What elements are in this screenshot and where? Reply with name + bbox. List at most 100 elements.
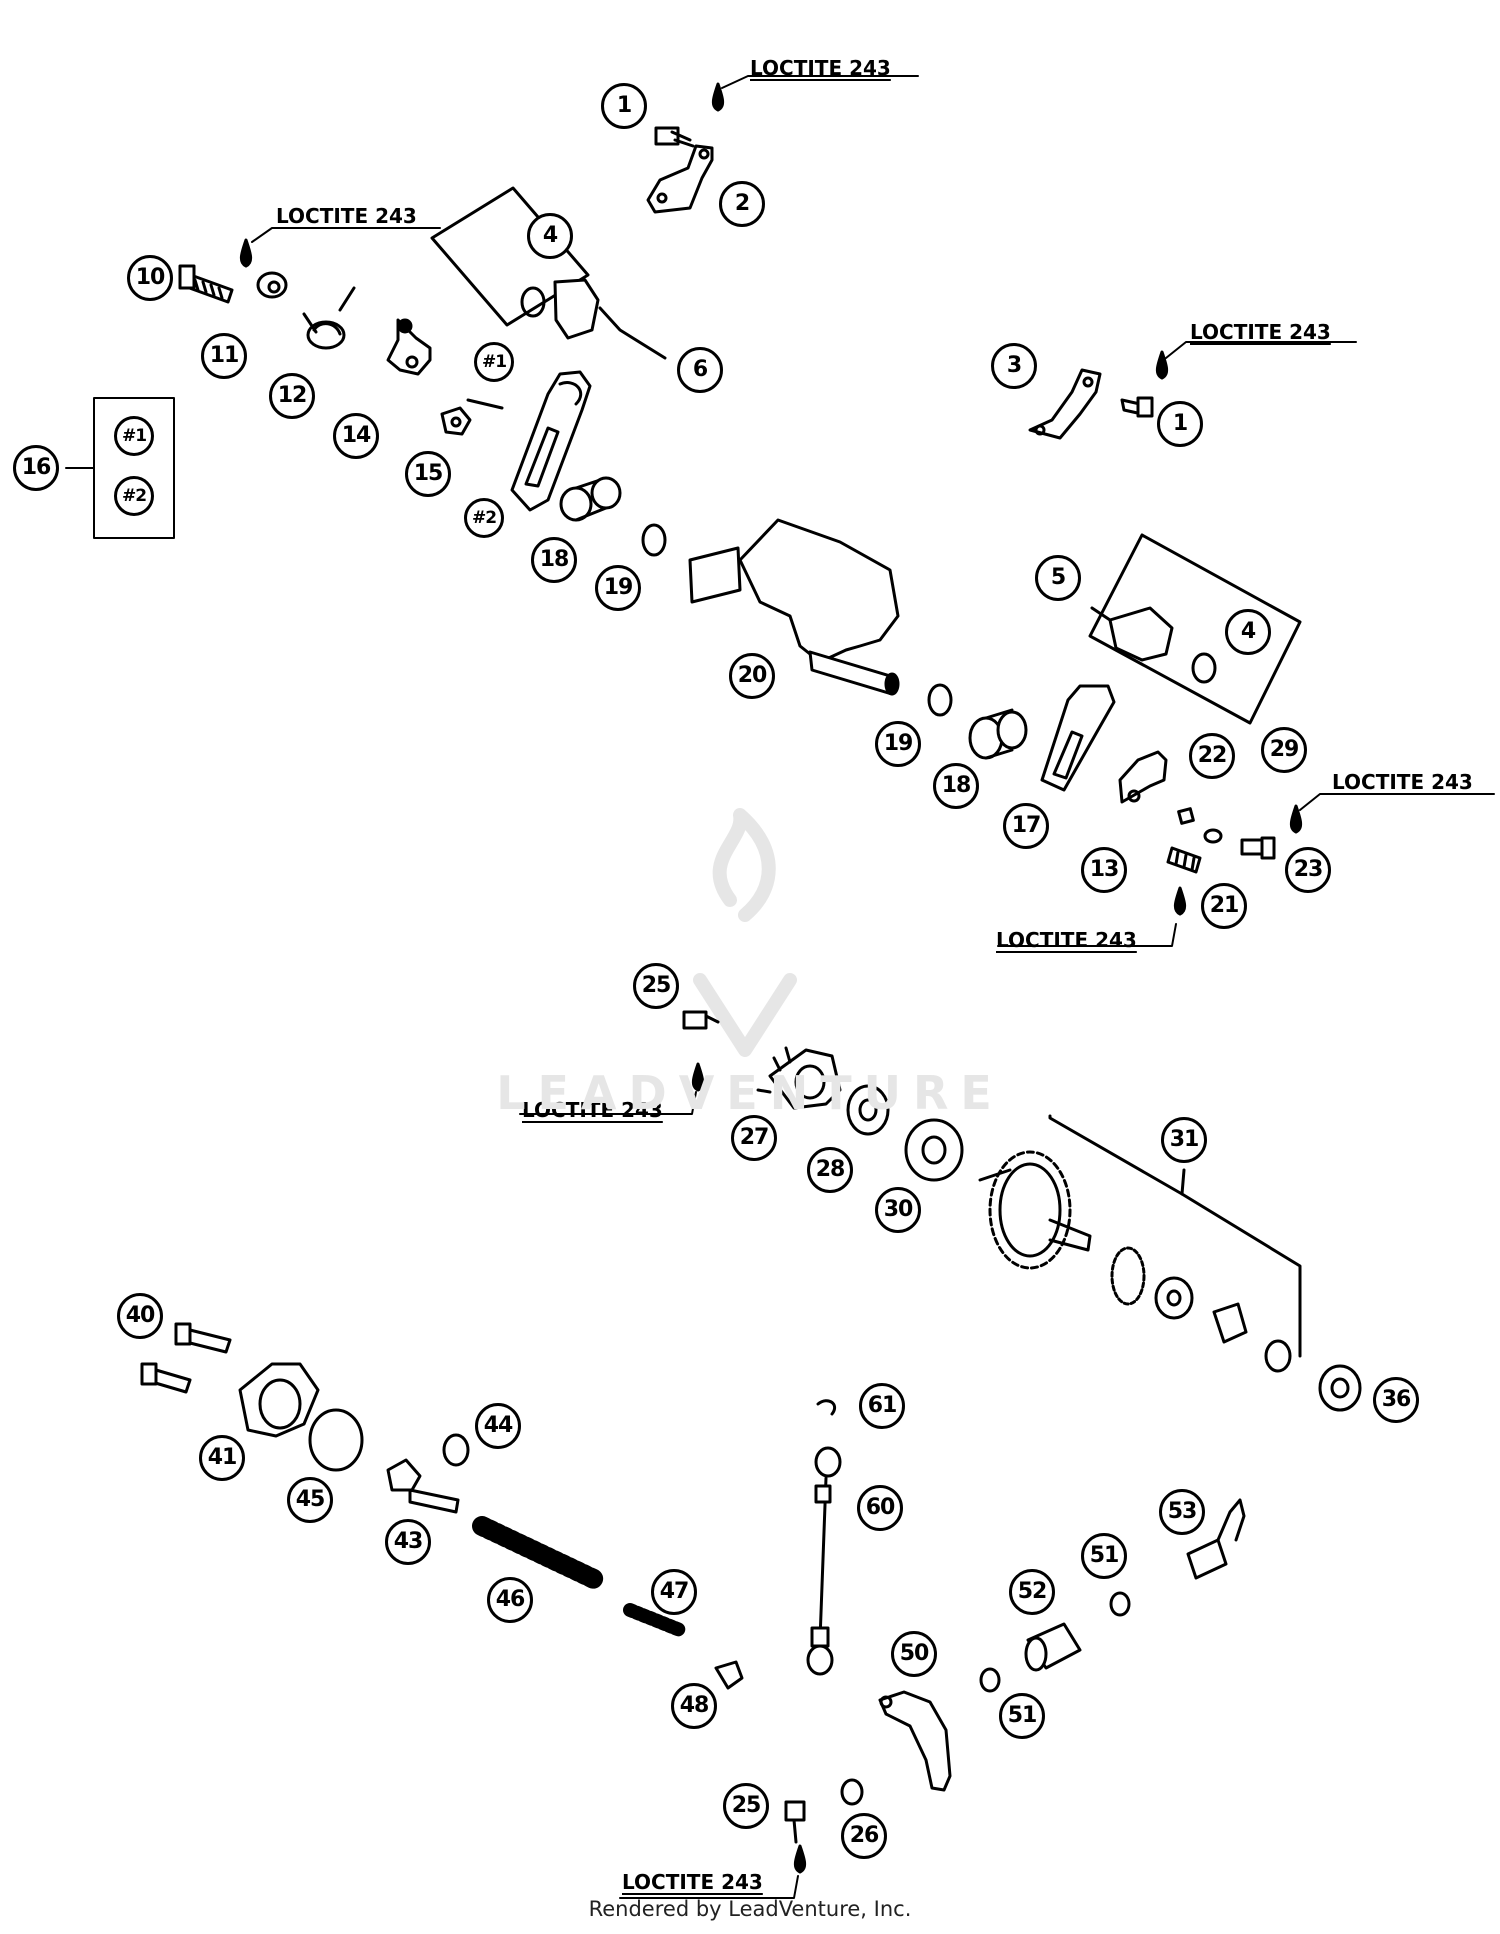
loctite-label-4: LOCTITE 243 <box>1332 770 1473 794</box>
callout-47: 47 <box>651 1569 697 1615</box>
part-nut-22 <box>1177 807 1195 825</box>
callout-20: 20 <box>729 653 775 699</box>
part-screw-25-mid <box>682 1010 720 1030</box>
part-screw-1-right <box>1120 396 1154 418</box>
loctite-drop-6 <box>691 1062 705 1092</box>
loctite-drop-5 <box>1173 886 1187 916</box>
part-ratchet-27 <box>756 1046 842 1110</box>
part-washer-26 <box>840 1778 864 1806</box>
watermark-logo <box>693 808 797 1057</box>
callout-27: 27 <box>731 1115 777 1161</box>
part-screws-40 <box>140 1322 232 1394</box>
loctite-drop-3 <box>1155 350 1169 380</box>
part-housing-41 <box>238 1362 320 1438</box>
callout-16: 16 <box>13 445 59 491</box>
footer-credit: Rendered by LeadVenture, Inc. <box>588 1897 912 1921</box>
part-shaft-20 <box>688 518 900 696</box>
callout-53: 53 <box>1159 1489 1205 1535</box>
callout-60: 60 <box>857 1485 903 1531</box>
callout-46: 46 <box>487 1577 533 1623</box>
callout-16-kit-2: #2 <box>114 476 154 516</box>
callout-31: 31 <box>1161 1117 1207 1163</box>
loctite-drop-7 <box>793 1844 807 1874</box>
part-lever-13 <box>1118 750 1168 804</box>
part-gear-31 <box>978 1150 1292 1373</box>
part-spring-46 <box>472 1516 606 1590</box>
part-stud-21 <box>1166 846 1202 874</box>
part-screw-10 <box>178 264 234 304</box>
callout-51-lower: 51 <box>999 1693 1045 1739</box>
bracket-31-stem <box>1180 1168 1186 1196</box>
callout-5: 5 <box>1035 555 1081 601</box>
callout-3: 3 <box>991 343 1037 389</box>
callout-12: 12 <box>269 373 315 419</box>
part-shaft-43 <box>386 1458 460 1514</box>
callout-1-top: 1 <box>601 83 647 129</box>
callout-16-kit-1: #1 <box>114 416 154 456</box>
callout-45: 45 <box>287 1477 333 1523</box>
callout-25-mid: 25 <box>633 963 679 1009</box>
callout-17: 17 <box>1003 803 1049 849</box>
part-bearing-28 <box>846 1084 890 1136</box>
callout-22: 22 <box>1189 733 1235 779</box>
part-lever-14 <box>386 318 432 376</box>
part-bracket-2 <box>646 144 714 214</box>
watermark-text: LEADVENTURE <box>496 1066 1004 1120</box>
callout-21: 21 <box>1201 883 1247 929</box>
part-cylinder-52 <box>1024 1622 1082 1672</box>
callout-arm-2: #2 <box>464 498 504 538</box>
callout-23: 23 <box>1285 847 1331 893</box>
part-lever-53 <box>1186 1498 1246 1580</box>
callout-36: 36 <box>1373 1377 1419 1423</box>
callout-25-lower: 25 <box>723 1783 769 1829</box>
callout-26: 26 <box>841 1813 887 1859</box>
loctite-label-3: LOCTITE 243 <box>1190 320 1331 344</box>
part-oring-19-right <box>927 683 953 717</box>
callout-18-right: 18 <box>933 763 979 809</box>
part-arm-17 <box>1040 684 1116 792</box>
part-clip-61 <box>816 1399 837 1416</box>
callout-15: 15 <box>405 451 451 497</box>
callout-10: 10 <box>127 255 173 301</box>
callout-30: 30 <box>875 1187 921 1233</box>
part-rod-60 <box>806 1446 842 1676</box>
callout-2: 2 <box>719 181 765 227</box>
part-oring-44 <box>442 1433 470 1467</box>
loctite-label-1: LOCTITE 243 <box>750 56 891 80</box>
part-bracket-3 <box>1028 368 1102 440</box>
callout-19-left: 19 <box>595 565 641 611</box>
part-screw-23 <box>1240 836 1276 860</box>
part-washer-51-upper <box>1109 1591 1131 1617</box>
callout-48: 48 <box>671 1683 717 1729</box>
loctite-drop-2 <box>239 238 253 268</box>
callout-1-right: 1 <box>1157 401 1203 447</box>
part-nut-11 <box>256 271 288 299</box>
callout-29: 29 <box>1261 727 1307 773</box>
part-clip-48 <box>714 1660 744 1690</box>
callout-18-left: 18 <box>531 537 577 583</box>
part-washer-51-lower <box>979 1667 1001 1693</box>
part-pin-1 <box>466 398 504 410</box>
loctite-label-2: LOCTITE 243 <box>276 204 417 228</box>
callout-13: 13 <box>1081 847 1127 893</box>
part-washer-15 <box>440 406 472 436</box>
loctite-label-7: LOCTITE 243 <box>622 1870 763 1894</box>
callout-43: 43 <box>385 1519 431 1565</box>
part-oring-19-left <box>641 523 667 557</box>
part-bushing-18-left <box>559 476 622 522</box>
part-spring-47 <box>623 1603 687 1637</box>
callout-61: 61 <box>859 1383 905 1429</box>
part-arm-2 <box>510 370 592 512</box>
part-washer-29 <box>1203 828 1223 844</box>
callout-11: 11 <box>201 333 247 379</box>
callout-4-right: 4 <box>1225 609 1271 655</box>
part-bearing-36 <box>1318 1364 1362 1412</box>
part-spring-12 <box>302 286 356 350</box>
group-box-4-6 <box>430 186 667 360</box>
loctite-drop-4 <box>1289 804 1303 834</box>
part-lever-50 <box>878 1690 952 1792</box>
loctite-label-6: LOCTITE 243 <box>522 1098 663 1122</box>
callout-50: 50 <box>891 1631 937 1677</box>
callout-40: 40 <box>117 1293 163 1339</box>
